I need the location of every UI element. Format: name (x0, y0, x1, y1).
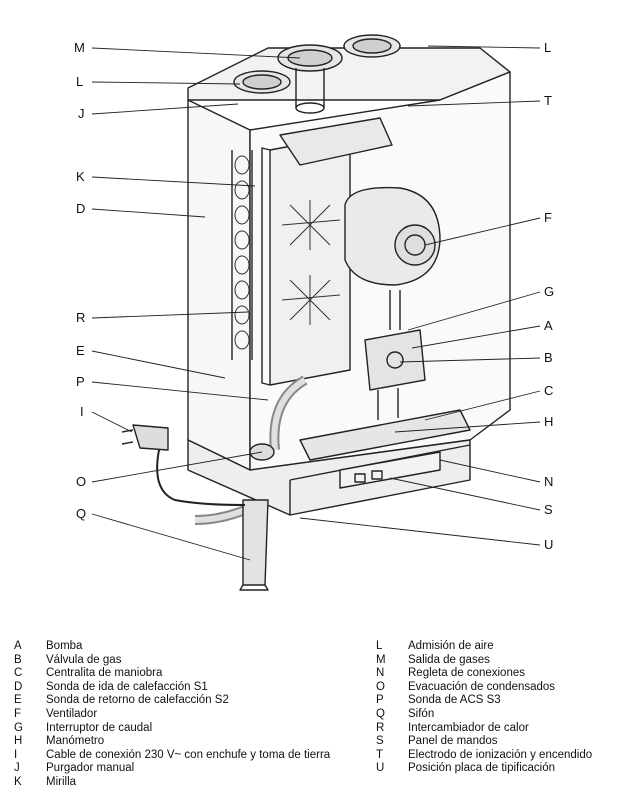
callout-k: K (76, 169, 85, 184)
callout-c: C (544, 383, 553, 398)
siphon (242, 499, 269, 586)
callout-a: A (544, 318, 553, 333)
callout-n: N (544, 474, 553, 489)
power-plug (132, 424, 169, 451)
callout-i: I (80, 404, 84, 419)
gas-valve (364, 329, 426, 391)
heat-exchanger (269, 134, 351, 386)
callout-p: P (76, 374, 85, 389)
callout-m: M (74, 40, 85, 55)
callout-s: S (544, 502, 553, 517)
callout-l-left: L (76, 74, 83, 89)
power-cable (156, 444, 246, 506)
callout-u: U (544, 537, 553, 552)
callout-q: Q (76, 506, 86, 521)
callout-d: D (76, 201, 85, 216)
callout-l-right: L (544, 40, 551, 55)
callout-b: B (544, 350, 553, 365)
control-board (299, 409, 471, 461)
callout-j: J (78, 106, 85, 121)
callout-t: T (544, 93, 552, 108)
callout-h: H (544, 414, 553, 429)
coil-tubes (234, 155, 250, 350)
boiler-diagram: M L J K D R E P I O Q L T F G A B C H N … (74, 34, 554, 591)
fan-motor (394, 224, 436, 266)
callout-r: R (76, 310, 85, 325)
casing-left-wall (187, 99, 251, 471)
callout-f: F (544, 210, 552, 225)
callout-o: O (76, 474, 86, 489)
callout-g: G (544, 284, 554, 299)
callout-e: E (76, 343, 85, 358)
